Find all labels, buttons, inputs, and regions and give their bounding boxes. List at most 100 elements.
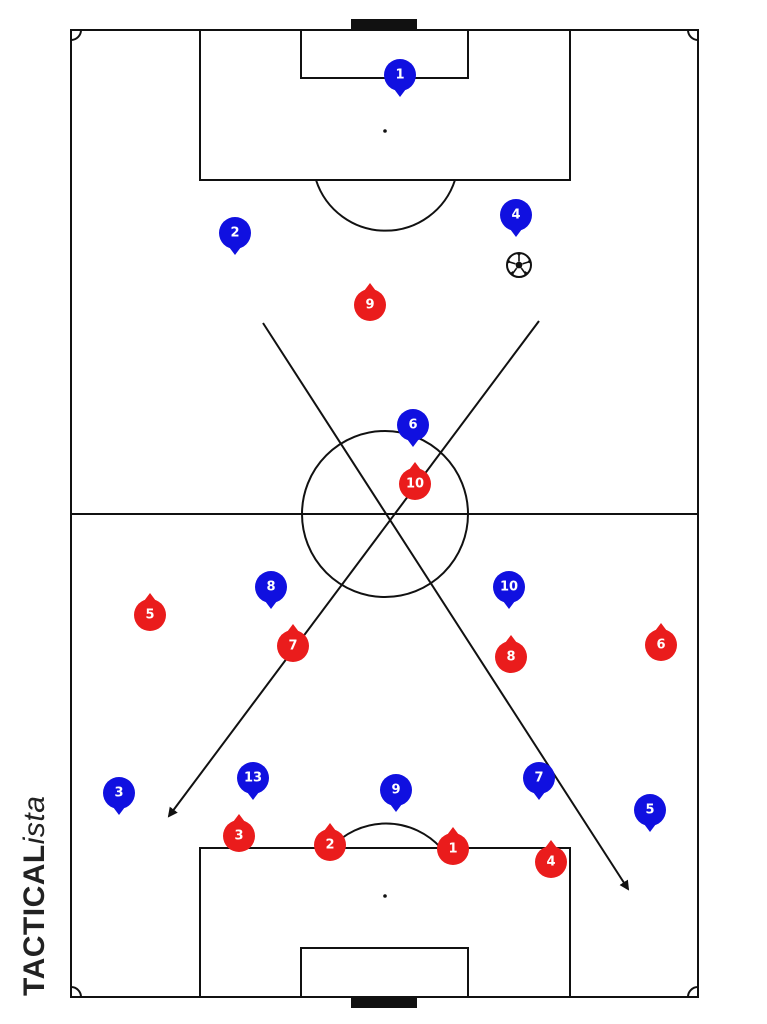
player-number: 3 <box>114 786 123 801</box>
player-token <box>223 820 255 852</box>
direction-pointer <box>113 807 125 815</box>
blue-player-1-marker[interactable]: 1 <box>384 59 416 97</box>
player-number: 1 <box>395 68 404 83</box>
red-player-7-marker[interactable]: 7 <box>277 624 309 662</box>
players-layer: 1 2 4 6 8 10 3 13 9 7 5 9 10 5 7 8 6 3 2 1 4 <box>103 59 677 878</box>
player-token <box>380 774 412 806</box>
player-number: 5 <box>645 803 654 818</box>
player-number: 3 <box>234 829 243 844</box>
player-number: 10 <box>406 477 424 492</box>
red-player-5-marker[interactable]: 5 <box>134 593 166 631</box>
direction-pointer <box>390 804 402 812</box>
corner-arc-tr <box>687 29 699 41</box>
direction-pointer <box>247 792 259 800</box>
player-number: 6 <box>656 638 665 653</box>
player-number: 10 <box>500 580 518 595</box>
player-number: 4 <box>546 855 555 870</box>
player-token <box>437 833 469 865</box>
direction-pointer <box>655 623 667 631</box>
player-token <box>634 794 666 826</box>
goal-icon <box>351 19 417 30</box>
player-number: 1 <box>448 842 457 857</box>
direction-pointer <box>503 601 515 609</box>
direction-pointer <box>510 229 522 237</box>
player-token <box>397 409 429 441</box>
corner-arc-bl <box>70 986 82 998</box>
player-number: 13 <box>244 771 262 786</box>
player-number: 9 <box>391 783 400 798</box>
direction-pointer <box>394 89 406 97</box>
bottom-penalty-arc <box>330 822 442 849</box>
player-number: 9 <box>365 298 374 313</box>
pass-arrow-right <box>262 322 630 891</box>
player-token <box>399 468 431 500</box>
red-player-8-marker[interactable]: 8 <box>495 635 527 673</box>
blue-player-13-marker[interactable]: 13 <box>237 762 269 800</box>
player-number: 6 <box>408 418 417 433</box>
player-number: 5 <box>145 608 154 623</box>
red-player-9-marker[interactable]: 9 <box>354 283 386 321</box>
blue-player-7-marker[interactable]: 7 <box>523 762 555 800</box>
direction-pointer <box>144 593 156 601</box>
player-token <box>523 762 555 794</box>
player-token <box>535 846 567 878</box>
player-number: 7 <box>534 771 543 786</box>
bottom-penalty-area <box>199 847 571 998</box>
player-number: 2 <box>325 838 334 853</box>
player-token <box>354 289 386 321</box>
player-number: 8 <box>506 650 515 665</box>
player-token <box>645 629 677 661</box>
direction-pointer <box>229 247 241 255</box>
blue-player-6-marker[interactable]: 6 <box>397 409 429 447</box>
corner-arc-br <box>687 986 699 998</box>
direction-pointer <box>545 840 557 848</box>
blue-player-9-marker[interactable]: 9 <box>380 774 412 812</box>
center-circle <box>301 430 469 598</box>
direction-pointer <box>407 439 419 447</box>
direction-pointer <box>364 283 376 291</box>
direction-pointer <box>265 601 277 609</box>
top-penalty-area <box>199 29 571 181</box>
direction-pointer <box>233 814 245 822</box>
blue-player-2-marker[interactable]: 2 <box>219 217 251 255</box>
player-token <box>493 571 525 603</box>
player-token <box>495 641 527 673</box>
player-number: 7 <box>288 639 297 654</box>
direction-pointer <box>505 635 517 643</box>
player-token <box>314 829 346 861</box>
red-player-4-marker[interactable]: 4 <box>535 840 567 878</box>
player-token <box>134 599 166 631</box>
player-number: 4 <box>511 208 520 223</box>
tacticalista-logo: TACTICALista <box>18 795 51 996</box>
top-goal-area <box>300 29 469 79</box>
player-token <box>255 571 287 603</box>
red-player-2-marker[interactable]: 2 <box>314 823 346 861</box>
blue-player-8-marker[interactable]: 8 <box>255 571 287 609</box>
soccer-ball-icon[interactable] <box>506 252 532 278</box>
goal-icon <box>351 997 417 1008</box>
pass-arrow-left <box>167 320 540 818</box>
bottom-goal-area <box>300 947 469 998</box>
blue-player-3-marker[interactable]: 3 <box>103 777 135 815</box>
top-penalty-arc <box>315 179 456 232</box>
player-token <box>384 59 416 91</box>
red-player-3-marker[interactable]: 3 <box>223 814 255 852</box>
direction-pointer <box>644 824 656 832</box>
blue-player-5-marker[interactable]: 5 <box>634 794 666 832</box>
player-token <box>103 777 135 809</box>
red-player-1-marker[interactable]: 1 <box>437 827 469 865</box>
bottom-penalty-spot <box>383 894 387 898</box>
red-player-10-marker[interactable]: 10 <box>399 462 431 500</box>
blue-player-4-marker[interactable]: 4 <box>500 199 532 237</box>
red-player-6-marker[interactable]: 6 <box>645 623 677 661</box>
direction-pointer <box>287 624 299 632</box>
movement-arrows <box>167 320 630 891</box>
direction-pointer <box>324 823 336 831</box>
player-token <box>277 630 309 662</box>
direction-pointer <box>409 462 421 470</box>
player-number: 2 <box>230 226 239 241</box>
blue-player-10-marker[interactable]: 10 <box>493 571 525 609</box>
player-token <box>500 199 532 231</box>
direction-pointer <box>533 792 545 800</box>
